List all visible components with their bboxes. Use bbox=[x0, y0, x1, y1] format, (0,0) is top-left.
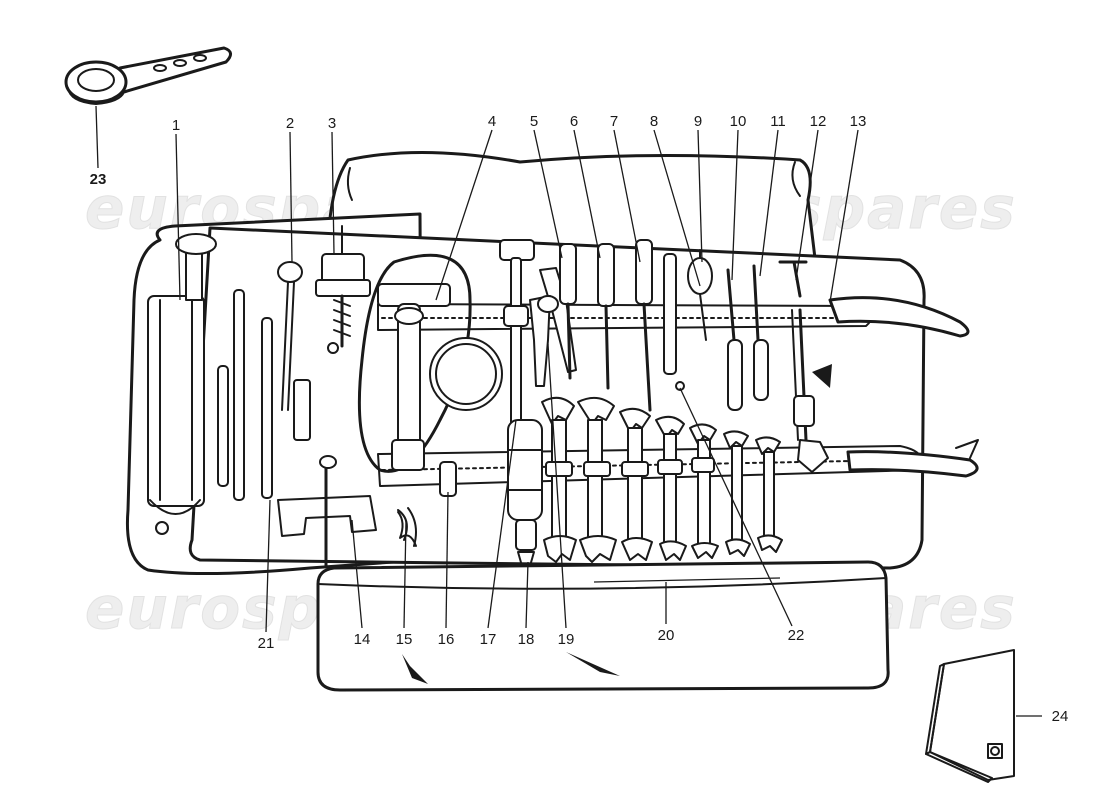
spanner-3 bbox=[619, 407, 653, 561]
hub-spanner-icon bbox=[791, 308, 829, 473]
oil-can-icon bbox=[507, 419, 543, 567]
callout-6: 6 bbox=[570, 113, 578, 130]
callout-14: 14 bbox=[354, 631, 371, 648]
callout-3: 3 bbox=[328, 115, 336, 132]
hammer-icon bbox=[499, 239, 535, 429]
callout-1: 1 bbox=[172, 117, 180, 134]
t-key-icon bbox=[778, 260, 808, 298]
round-key-icon bbox=[64, 46, 232, 105]
cleaning-cloth-icon bbox=[397, 511, 417, 547]
callout-12: 12 bbox=[810, 113, 827, 130]
callout-8: 8 bbox=[650, 113, 658, 130]
callout-22: 22 bbox=[788, 627, 805, 644]
callout-16: 16 bbox=[438, 631, 455, 648]
callout-18: 18 bbox=[518, 631, 535, 648]
tommy-bar-icon bbox=[217, 289, 273, 501]
screwdriver-phillips-icon bbox=[635, 239, 653, 412]
callout-5: 5 bbox=[530, 113, 538, 130]
jack-icon bbox=[147, 233, 217, 535]
callout-17: 17 bbox=[480, 631, 497, 648]
screwdriver-medium-icon bbox=[597, 243, 615, 390]
screwdriver-small-icon bbox=[663, 253, 685, 391]
grease-gun-icon bbox=[357, 253, 503, 473]
spanner-6 bbox=[723, 430, 751, 557]
spark-plug-spanner-icon bbox=[277, 261, 311, 441]
callout-24: 24 bbox=[1052, 708, 1069, 725]
callout-2: 2 bbox=[286, 115, 294, 132]
spanner-2 bbox=[577, 396, 617, 563]
file-icon bbox=[752, 264, 769, 401]
callout-9: 9 bbox=[694, 113, 702, 130]
callout-10: 10 bbox=[730, 113, 747, 130]
pliers-icon bbox=[529, 267, 577, 387]
callout-20: 20 bbox=[658, 627, 675, 644]
callout-23: 23 bbox=[90, 171, 107, 188]
callout-7: 7 bbox=[610, 113, 618, 130]
callout-15: 15 bbox=[396, 631, 413, 648]
spanner-set-icon bbox=[541, 396, 783, 563]
callout-19: 19 bbox=[558, 631, 575, 648]
leader-lines bbox=[95, 105, 1042, 717]
support-bracket-icon bbox=[277, 455, 377, 568]
hub-puller-icon bbox=[315, 225, 371, 354]
callout-11: 11 bbox=[770, 113, 786, 130]
feeler-tube-icon bbox=[439, 461, 457, 497]
spanner-strap-icon bbox=[545, 457, 715, 477]
handbook-icon bbox=[925, 649, 1015, 783]
callout-4: 4 bbox=[488, 113, 496, 130]
contact-screwdriver-icon bbox=[726, 268, 743, 411]
spanner-1 bbox=[541, 396, 577, 563]
callout-21: 21 bbox=[258, 635, 275, 652]
callout-13: 13 bbox=[850, 113, 867, 130]
callout-labels: 1 2 3 4 5 6 7 8 9 10 11 12 13 14 15 16 1… bbox=[90, 113, 1069, 725]
spanner-7 bbox=[755, 436, 783, 553]
screwdriver-large-icon bbox=[559, 243, 577, 380]
